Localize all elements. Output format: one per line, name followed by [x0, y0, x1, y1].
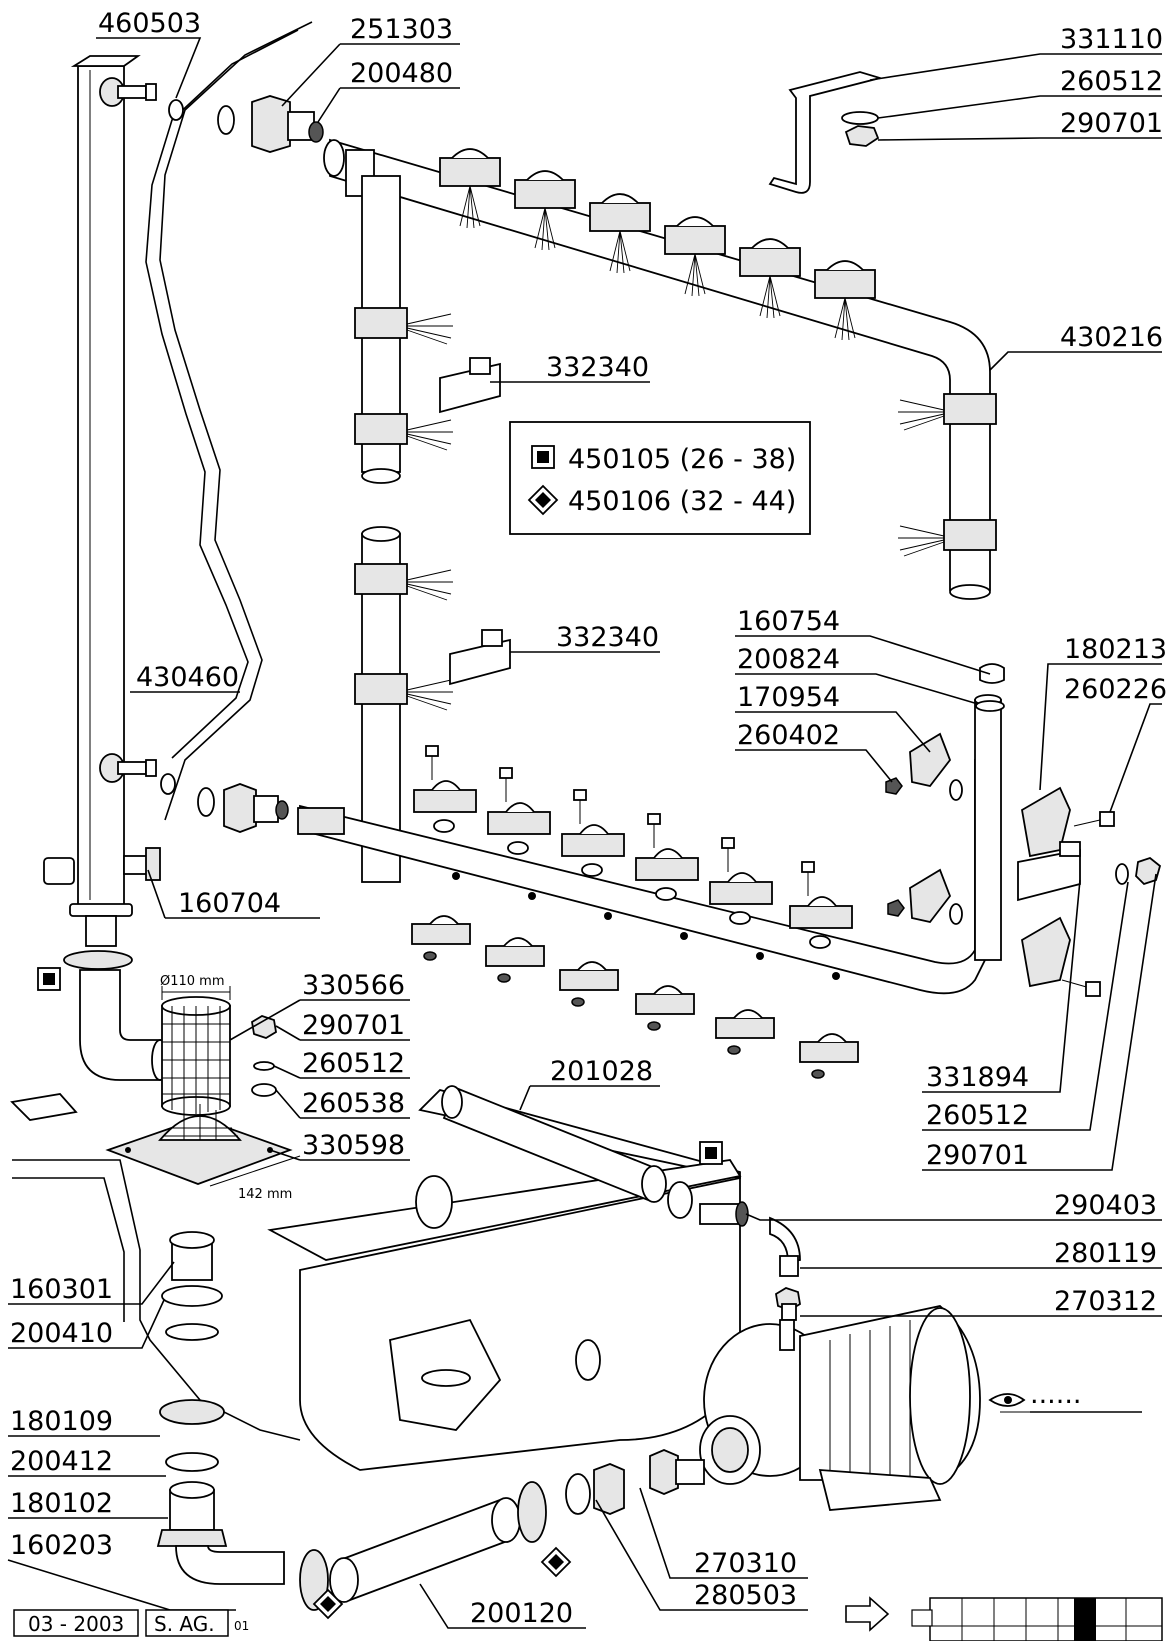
footer: 03 - 2003 S. AG. 01: [13, 1596, 1163, 1641]
label-331894: 331894: [926, 1062, 1029, 1093]
label-201028: 201028: [550, 1056, 653, 1087]
square-marker-icon: [699, 1141, 723, 1165]
label-260512-top: 260512: [1060, 66, 1163, 97]
clip-332340-lower: [449, 629, 511, 686]
label-290701-mid: 290701: [302, 1010, 405, 1041]
square-marker-icon: [531, 445, 555, 469]
label-200412: 200412: [10, 1446, 113, 1477]
fitting-270312: [775, 1287, 801, 1321]
hose-left-bend: [63, 950, 169, 1081]
fitting-251303: [217, 95, 324, 153]
label-280503: 280503: [694, 1580, 797, 1611]
saddle-clamps-upper-row: [413, 745, 853, 949]
square-marker-icon: [37, 967, 61, 991]
arrow-right-icon: [845, 1596, 890, 1632]
footer-sheet: 01: [234, 1619, 249, 1633]
label-270312: 270312: [1054, 1286, 1157, 1317]
label-290403: 290403: [1054, 1190, 1157, 1221]
label-160754: 160754: [737, 606, 840, 637]
label-460503: 460503: [98, 8, 201, 39]
label-331110: 331110: [1060, 24, 1163, 55]
diamond-marker-icon: [527, 484, 559, 516]
label-170954: 170954: [737, 682, 840, 713]
dimension-diameter: Ø110 mm: [160, 974, 225, 989]
eye-icon: [988, 1393, 1030, 1413]
label-280119: 280119: [1054, 1238, 1157, 1269]
label-260538: 260538: [302, 1088, 405, 1119]
right-small-parts: [885, 663, 1005, 925]
label-200824: 200824: [737, 644, 840, 675]
frame-outline: [145, 21, 313, 821]
label-260512-low: 260512: [926, 1100, 1029, 1131]
nut-washers-mid: [251, 1015, 277, 1097]
bracket-331110: [768, 71, 884, 194]
label-260226: 260226: [1064, 674, 1167, 705]
label-180109: 180109: [10, 1406, 113, 1437]
label-290701-top: 290701: [1060, 108, 1163, 139]
right-clamp-parts: [1017, 786, 1162, 997]
label-260402: 260402: [737, 720, 840, 751]
label-270310: 270310: [694, 1548, 797, 1579]
label-330566: 330566: [302, 970, 405, 1001]
label-160301: 160301: [10, 1274, 113, 1305]
diamond-marker-icon: [540, 1546, 572, 1578]
diamond-marker-icon: [312, 1588, 344, 1620]
legend-box: 450105 (26 - 38) 450106 (32 - 44): [509, 421, 811, 535]
legend-square-text: 450105 (26 - 38): [568, 444, 796, 475]
label-180102: 180102: [10, 1488, 113, 1519]
label-251303: 251303: [350, 14, 453, 45]
label-430460: 430460: [136, 662, 239, 693]
spray-clamps-top: [354, 148, 997, 557]
fitting-280503: [565, 1463, 625, 1515]
label-200480: 200480: [350, 58, 453, 89]
strainer-330566: Ø110 mm: [160, 974, 231, 1116]
label-200410: 200410: [10, 1318, 113, 1349]
view-marker-dots: ......: [1030, 1379, 1082, 1410]
label-290701-low: 290701: [926, 1140, 1029, 1171]
label-332340-lower: 332340: [556, 622, 659, 653]
label-180213: 180213: [1064, 634, 1167, 665]
label-260512-mid: 260512: [302, 1048, 405, 1079]
label-330598: 330598: [302, 1130, 405, 1161]
part-labels: 460503 251303 200480 331110 260512 29070…: [10, 8, 1167, 1629]
machine-outline-icon: [911, 1597, 1163, 1641]
legend-diamond-text: 450106 (32 - 44): [568, 486, 796, 517]
label-430216: 430216: [1060, 322, 1163, 353]
footer-date: 03 - 2003: [28, 1612, 124, 1636]
dimension-width: 142 mm: [238, 1187, 292, 1202]
nozzle-460503: [99, 77, 184, 121]
clip-332340-upper: [439, 357, 501, 414]
vertical-pipe-430460: [43, 55, 184, 947]
strainer-plate-330598: 142 mm: [105, 1104, 301, 1202]
nozzle-mid: [99, 753, 176, 795]
label-160203: 160203: [10, 1530, 113, 1561]
plug-160704: [43, 847, 161, 885]
pipe-201028: [441, 1085, 693, 1219]
fitting-290403: [699, 1201, 801, 1277]
label-200120: 200120: [470, 1598, 573, 1629]
label-332340-upper: 332340: [546, 352, 649, 383]
saddle-clamps-lower-row: [411, 915, 859, 1079]
fitting-270310: [649, 1449, 705, 1495]
pump: [699, 1305, 981, 1511]
lower-spray-pipe: [197, 526, 1002, 995]
footer-author: S. AG.: [154, 1612, 215, 1636]
hose-200120: [299, 1481, 547, 1611]
drain-fittings: [156, 1231, 285, 1585]
label-160704: 160704: [178, 888, 281, 919]
